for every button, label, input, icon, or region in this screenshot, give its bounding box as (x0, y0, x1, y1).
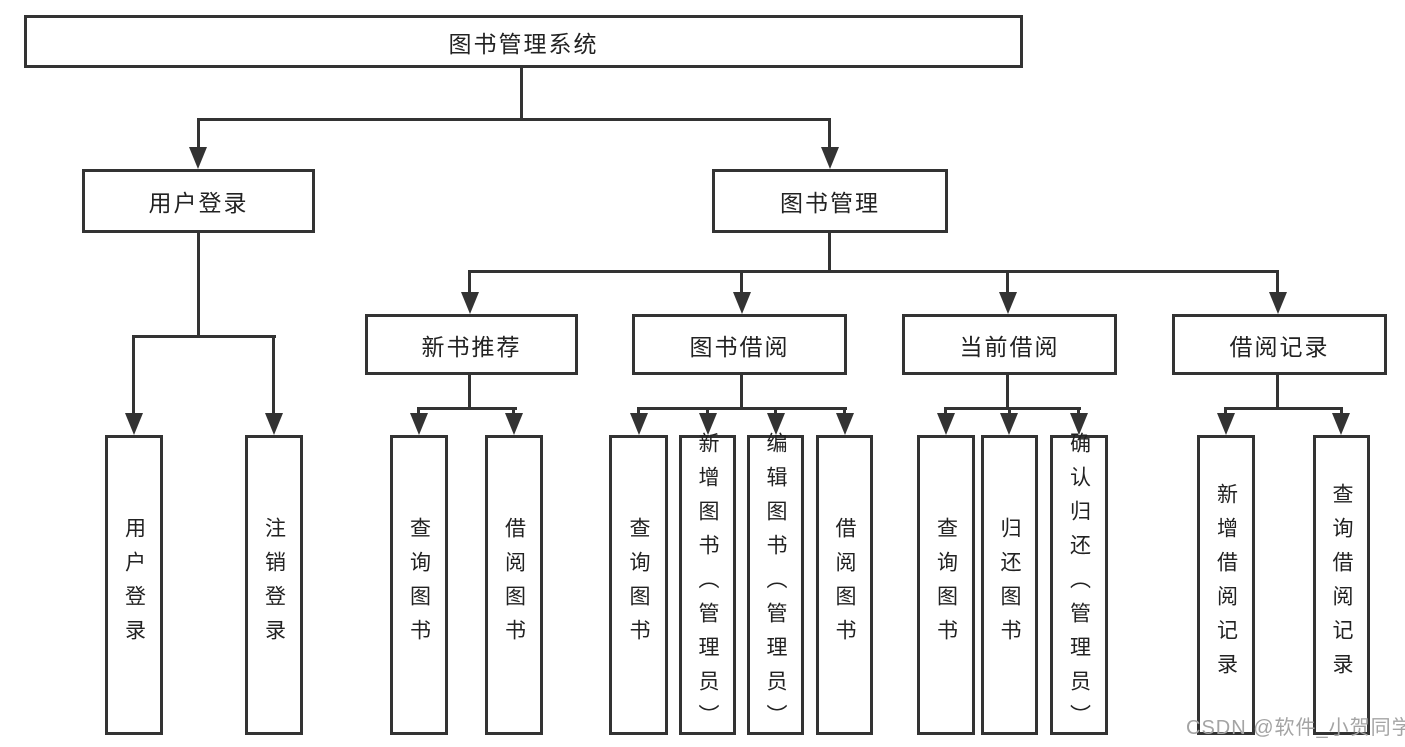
connector-line (197, 118, 200, 150)
leaf-borrow-edit-admin-label: 编辑图书（管理员） (764, 432, 787, 738)
leaf-record-query-label: 查询借阅记录 (1330, 483, 1353, 687)
leaf-borrow-edit-admin: 编辑图书（管理员） (747, 432, 804, 738)
node-book-borrow-label: 图书借阅 (689, 333, 790, 360)
arrow-down-icon (505, 413, 523, 435)
arrow-down-icon (461, 292, 479, 314)
arrow-down-icon (699, 413, 717, 435)
connector-line (637, 407, 847, 410)
leaf-newbook-borrow: 借阅图书 (485, 435, 543, 735)
leaf-logout: 注销登录 (245, 435, 303, 735)
connector-line (468, 270, 471, 296)
connector-line (1006, 375, 1009, 409)
node-book-management-label: 图书管理 (780, 190, 880, 216)
node-book-management: 图书管理 (712, 169, 948, 233)
leaf-current-query-label: 查询图书 (934, 517, 958, 653)
node-new-book-recommend-label: 新书推荐 (421, 333, 522, 360)
csdn-watermark: CSDN @软件_小贺同学 (1186, 717, 1405, 739)
node-borrow-record: 借阅记录 (1172, 314, 1387, 375)
connector-line (944, 407, 1081, 410)
connector-line (1276, 270, 1279, 296)
connector-line (740, 375, 743, 409)
connector-line (520, 68, 523, 118)
node-current-borrow: 当前借阅 (902, 314, 1117, 375)
node-library-system-label: 图书管理系统 (448, 30, 599, 57)
connector-line (740, 270, 743, 296)
connector-line (828, 232, 831, 270)
node-book-borrow: 图书借阅 (632, 314, 847, 375)
arrow-down-icon (1217, 413, 1235, 435)
leaf-newbook-query-label: 查询图书 (407, 517, 431, 653)
leaf-record-query: 查询借阅记录 (1313, 435, 1370, 735)
leaf-return-book: 归还图书 (981, 435, 1038, 735)
leaf-borrow-book-label: 借阅图书 (833, 517, 856, 653)
node-user-login: 用户登录 (82, 169, 315, 233)
arrow-down-icon (630, 413, 648, 435)
leaf-borrow-add-admin: 新增图书（管理员） (679, 432, 736, 738)
connector-line (1006, 270, 1009, 296)
arrow-down-icon (125, 413, 143, 435)
arrow-down-icon (189, 147, 207, 169)
connector-line (132, 335, 276, 338)
leaf-return-book-label: 归还图书 (998, 517, 1021, 653)
arrow-down-icon (767, 413, 785, 435)
connector-line (828, 118, 831, 150)
leaf-user-login: 用户登录 (105, 435, 163, 735)
leaf-record-add: 新增借阅记录 (1197, 435, 1255, 735)
leaf-borrow-query: 查询图书 (609, 435, 668, 735)
leaf-confirm-return-admin-label: 确认归还（管理员） (1067, 432, 1091, 738)
connector-line (197, 118, 831, 121)
node-user-login-label: 用户登录 (148, 190, 249, 216)
arrow-down-icon (410, 413, 428, 435)
node-current-borrow-label: 当前借阅 (959, 333, 1060, 360)
arrow-down-icon (1332, 413, 1350, 435)
leaf-logout-label: 注销登录 (262, 517, 286, 653)
arrow-down-icon (1070, 413, 1088, 435)
leaf-borrow-query-label: 查询图书 (627, 517, 650, 653)
leaf-newbook-query: 查询图书 (390, 435, 448, 735)
leaf-user-login-label: 用户登录 (122, 517, 146, 653)
leaf-current-query: 查询图书 (917, 435, 975, 735)
arrow-down-icon (999, 292, 1017, 314)
connector-line (469, 270, 1279, 273)
connector-line (1276, 375, 1279, 409)
leaf-borrow-add-admin-label: 新增图书（管理员） (696, 432, 719, 738)
connector-line (1224, 407, 1343, 410)
leaf-confirm-return-admin: 确认归还（管理员） (1050, 432, 1108, 738)
arrow-down-icon (1000, 413, 1018, 435)
arrow-down-icon (1269, 292, 1287, 314)
leaf-newbook-borrow-label: 借阅图书 (502, 517, 526, 653)
connector-line (197, 233, 200, 337)
connector-line (132, 335, 135, 417)
leaf-borrow-book: 借阅图书 (816, 435, 873, 735)
arrow-down-icon (937, 413, 955, 435)
connector-line (417, 407, 517, 410)
arrow-down-icon (821, 147, 839, 169)
arrow-down-icon (733, 292, 751, 314)
arrow-down-icon (265, 413, 283, 435)
arrow-down-icon (836, 413, 854, 435)
connector-line (272, 335, 275, 417)
connector-line (468, 375, 471, 409)
leaf-record-add-label: 新增借阅记录 (1214, 483, 1238, 687)
node-library-system: 图书管理系统 (24, 15, 1023, 68)
node-new-book-recommend: 新书推荐 (365, 314, 578, 375)
node-borrow-record-label: 借阅记录 (1229, 333, 1330, 360)
